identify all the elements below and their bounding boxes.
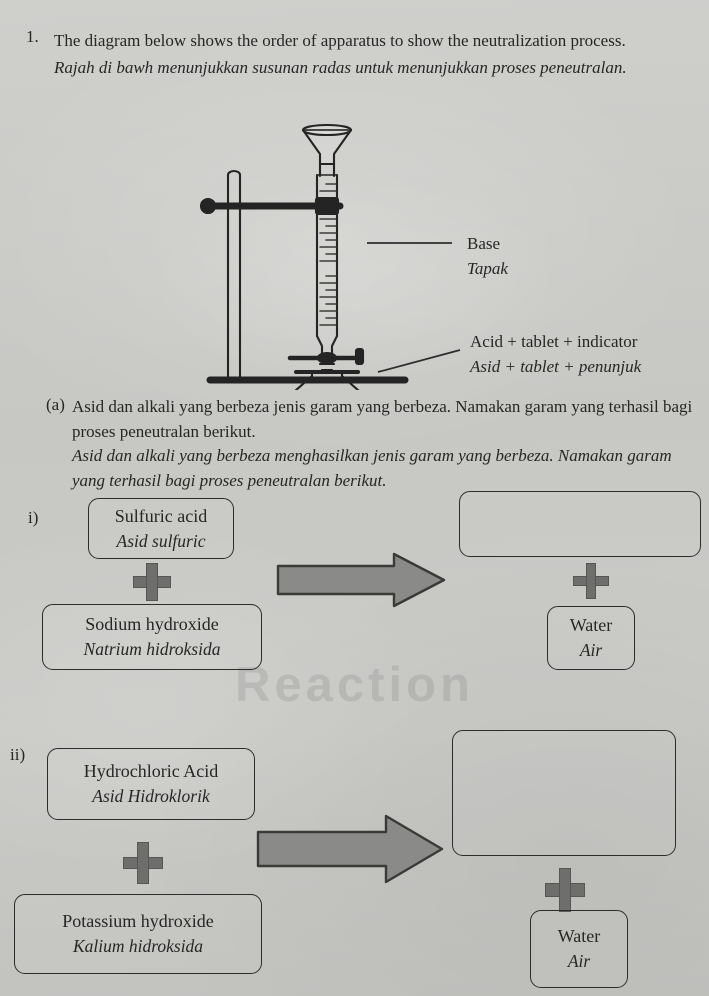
reaction-2-reactant-1: Hydrochloric Acid Asid Hidroklorik — [47, 748, 255, 820]
reaction-2-product-1-answer-box[interactable] — [452, 730, 676, 856]
part-a-english: Asid dan alkali yang berbeza jenis garam… — [72, 397, 693, 441]
part-a-malay: Asid dan alkali yang berbeza menghasilka… — [72, 446, 672, 490]
funnel-shape — [301, 123, 353, 178]
conical-flask-shape — [294, 370, 360, 390]
reaction-1-reactant-2-english: Sodium hydroxide — [85, 614, 219, 634]
reaction-1-product-2-malay: Air — [579, 640, 603, 660]
reaction-2-marker: ii) — [10, 745, 26, 764]
reaction-2-reactant-2: Potassium hydroxide Kalium hidroksida — [14, 894, 262, 974]
reaction-1-plus-right-icon — [573, 563, 609, 599]
reaction-2-arrow-icon — [256, 814, 444, 884]
reaction-1-product-2: Water Air — [547, 606, 635, 670]
label-flask-contents-english: Acid + tablet + indicator — [470, 332, 638, 351]
label-base: Base Tapak — [467, 231, 508, 281]
label-flask-contents: Acid + tablet + indicator Asid + tablet … — [470, 329, 641, 379]
label-flask-contents-malay: Asid + tablet + penunjuk — [470, 357, 642, 376]
apparatus-diagram — [200, 118, 470, 390]
reaction-1-reactant-1-malay: Asid sulfuric — [116, 530, 206, 551]
retort-clamp-shape — [200, 196, 344, 216]
retort-stand-shape — [206, 169, 409, 384]
reaction-2-product-2: Water Air — [530, 910, 628, 988]
reaction-1-reactant-2-malay: Natrium hidroksida — [83, 639, 221, 659]
reaction-1-reactant-2: Sodium hydroxide Natrium hidroksida — [42, 604, 262, 670]
reaction-1-arrow-icon — [276, 552, 446, 608]
reaction-1-product-1-answer-box[interactable] — [459, 491, 701, 557]
reaction-1-reactant-1: Sulfuric acid Asid sulfuric — [88, 498, 234, 559]
question-text-malay: Rajah di bawh menunjukkan susunan radas … — [54, 58, 627, 77]
stopcock-shape — [287, 347, 365, 372]
part-a-marker: (a) — [46, 395, 65, 414]
label-base-malay: Tapak — [467, 259, 508, 278]
question-text: The diagram below shows the order of app… — [54, 27, 702, 81]
reaction-2-plus-left-icon — [123, 842, 163, 884]
reaction-1-reactant-1-english: Sulfuric acid — [114, 505, 208, 526]
reaction-2-reactant-1-malay: Asid Hidroklorik — [92, 786, 210, 806]
reaction-2-plus-right-icon — [545, 868, 585, 912]
reaction-2-reactant-2-malay: Kalium hidroksida — [72, 936, 204, 956]
reaction-2-reactant-1-english: Hydrochloric Acid — [83, 761, 219, 781]
reaction-1-marker: i) — [28, 508, 39, 527]
reaction-2-product-2-malay: Air — [567, 951, 591, 971]
reaction-2-reactant-2-english: Potassium hydroxide — [62, 911, 214, 931]
reaction-2-product-2-english: Water — [557, 926, 601, 946]
reaction-1-plus-left-icon — [133, 563, 171, 601]
part-a-text: Asid dan alkali yang berbeza jenis garam… — [72, 395, 702, 493]
label-base-english: Base — [467, 234, 501, 253]
question-number: 1. — [26, 27, 39, 46]
background-watermark: Reaction — [235, 658, 474, 712]
reaction-1-product-2-english: Water — [569, 615, 613, 635]
question-text-english: The diagram below shows the order of app… — [54, 31, 626, 50]
